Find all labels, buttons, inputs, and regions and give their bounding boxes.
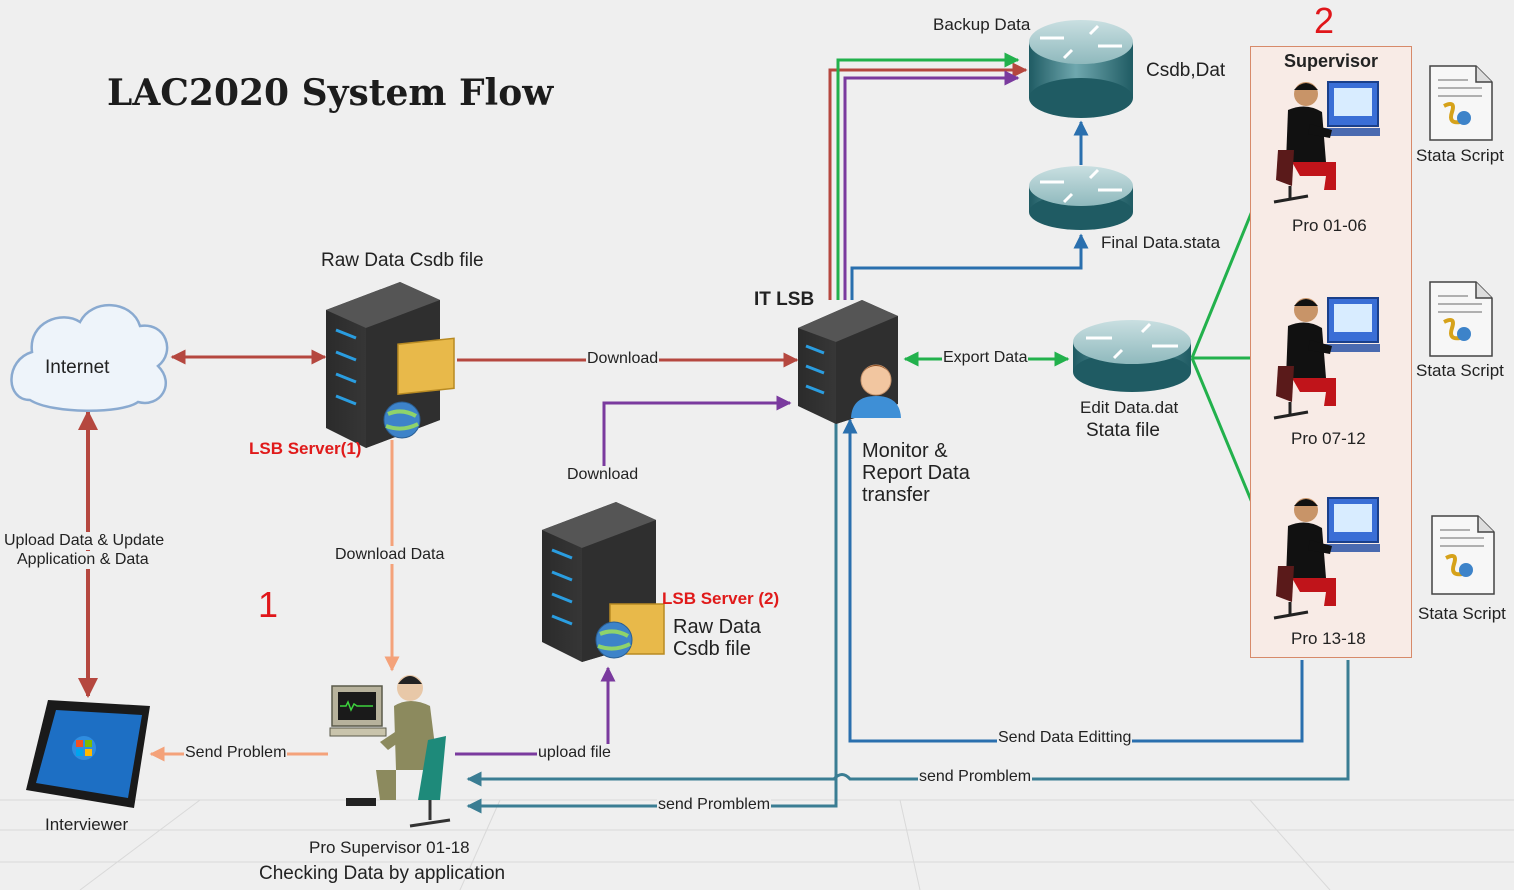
document-icon: [1431, 515, 1495, 595]
edge-label-send-problem-2: send Promblem: [918, 768, 1033, 786]
internet-label: Internet: [45, 357, 110, 378]
server2-file-label-2: Csdb file: [673, 638, 751, 660]
edge-label-download-2: Download: [566, 466, 640, 484]
edge-label-send-problem-3: send Promblem: [657, 796, 772, 814]
edge-itlsb-prosupervisor: [466, 420, 838, 814]
user-icon: [851, 364, 901, 418]
monitor-label-1: Monitor &: [862, 440, 948, 462]
edge-itlsb-finaldata: [850, 233, 1089, 300]
edge-label-download-data: Download Data: [334, 546, 446, 564]
edge-label-upload-file: upload file: [537, 744, 612, 762]
edge-label-send-data-editing: Send Data Editting: [997, 729, 1133, 747]
zone-number-1: 1: [258, 584, 279, 625]
edge-server2-itlsb: [602, 395, 792, 470]
router-icon: [1029, 20, 1133, 118]
edge-itlsb-backup-green: [836, 52, 1020, 300]
document-icon: [1429, 281, 1493, 357]
edge-label-upload-update-1: Upload Data & Update: [3, 532, 166, 550]
prosupervisor-label-1: Pro Supervisor 01-18: [309, 838, 470, 857]
server2-name-label: LSB Server (2): [662, 589, 780, 608]
edge-label-download-1: Download: [586, 350, 660, 368]
edge-itlsb-backup-red: [828, 62, 1028, 300]
supervisor-panel-title: Supervisor: [1283, 51, 1379, 71]
supervisor-panel: Supervisor: [1250, 46, 1412, 658]
edge-label-send-problem: Send Problem: [184, 744, 288, 762]
cloud-icon: [10, 304, 169, 412]
server2-file-label-1: Raw Data: [673, 616, 761, 638]
final-data-label: Final Data.stata: [1101, 233, 1221, 252]
edge-label-export-data: Export Data: [942, 349, 1029, 367]
person-computer-icon: [329, 675, 451, 828]
monitor-label-2: Report Data: [862, 462, 970, 484]
zone-number-2: 2: [1314, 0, 1335, 41]
pro-01-label: Pro 01-06: [1292, 216, 1367, 235]
router-icon: [1073, 320, 1191, 392]
edge-itlsb-backup-purple: [843, 70, 1020, 300]
pro-07-label: Pro 07-12: [1291, 429, 1366, 448]
tablet-icon: [26, 700, 150, 808]
monitor-label-3: transfer: [862, 484, 930, 506]
prosupervisor-label-2: Checking Data by application: [259, 863, 506, 884]
stata-script-label-3: Stata Script: [1418, 604, 1506, 623]
interviewer-label: Interviewer: [45, 815, 129, 834]
stata-script-label-2: Stata Script: [1416, 361, 1504, 380]
itlsb-label: IT LSB: [754, 289, 815, 310]
edit-data-label-1: Edit Data.dat: [1080, 398, 1179, 417]
router-icon: [1029, 166, 1133, 230]
document-icon: [1429, 65, 1493, 141]
diagram-title: LAC2020 System Flow: [107, 72, 554, 114]
pro-13-label: Pro 13-18: [1291, 629, 1366, 648]
server-icon: [542, 502, 665, 662]
stata-script-label-1: Stata Script: [1416, 146, 1504, 165]
server1-name-label: LSB Server(1): [249, 439, 362, 458]
edge-prosupervisor-server2: [455, 666, 616, 756]
backup-data-label: Backup Data: [933, 15, 1031, 34]
csdb-dat-label: Csdb,Dat: [1146, 60, 1226, 81]
server1-file-label: Raw Data Csdb file: [321, 250, 484, 271]
edge-label-upload-update-2: Application & Data: [16, 551, 150, 569]
edge-supervisor-prosupervisor: [466, 660, 1350, 787]
edit-data-label-2: Stata file: [1086, 420, 1160, 441]
server-icon: [326, 282, 455, 448]
